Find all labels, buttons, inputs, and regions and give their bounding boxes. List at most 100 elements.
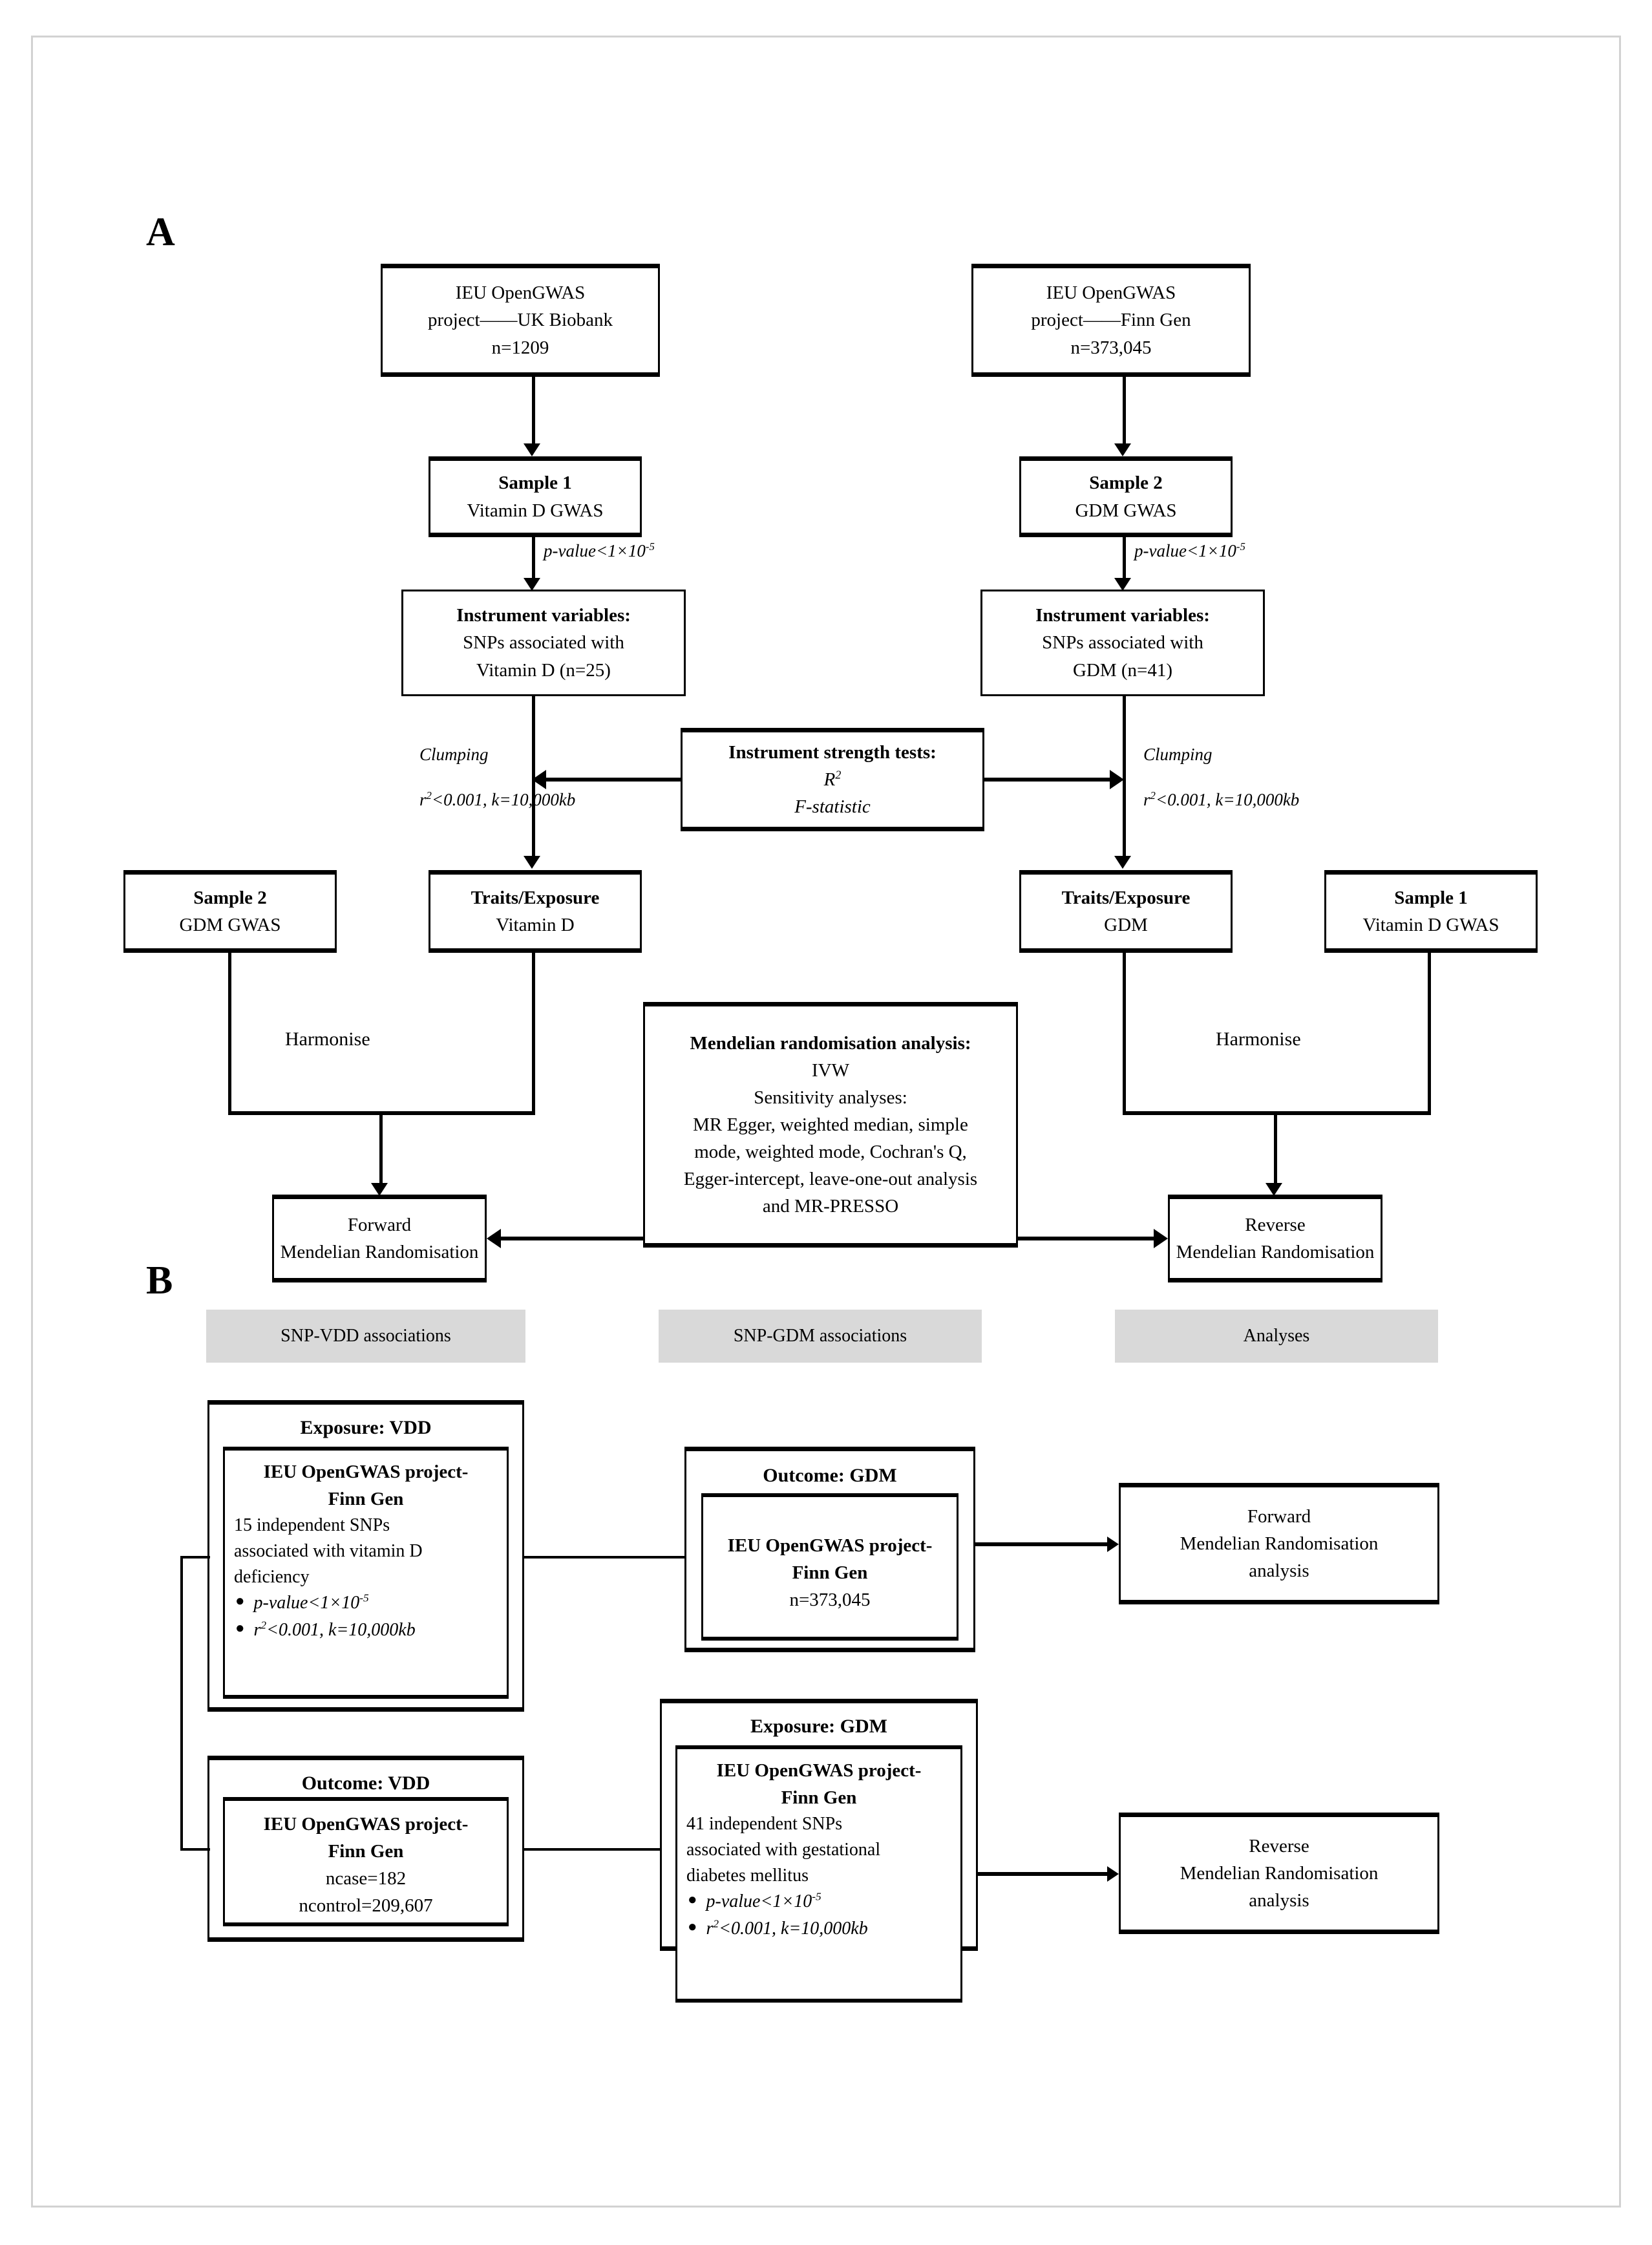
reverse-analysis-line3: analysis — [1249, 1890, 1309, 1911]
sample2-mid-subtitle: GDM GWAS — [179, 915, 281, 935]
reverse-analysis-line2: Mendelian Randomisation — [1180, 1862, 1379, 1884]
outcome-vdd-source-line4: ncontrol=209,607 — [299, 1895, 433, 1917]
source-right-line2: project——Finn Gen — [1031, 310, 1191, 331]
header-analyses-label: Analyses — [1243, 1326, 1310, 1346]
outcome-vdd-source-line3: ncase=182 — [325, 1868, 407, 1889]
exposure-vdd-bullet-r2: ● r2<0.001, k=10,000kb — [225, 1617, 507, 1644]
forward-analysis-line1: Forward — [1247, 1506, 1311, 1527]
box-sample2-gdm-gwas-mid: Sample 2 GDM GWAS — [123, 870, 337, 953]
arrow-left-mr-forward — [487, 1229, 501, 1248]
outcome-vdd-source-line1: IEU OpenGWAS project- — [263, 1813, 469, 1835]
connector-iv-right-down — [1123, 696, 1126, 861]
source-left-line3: n=1209 — [491, 337, 549, 358]
iv-right-title: Instrument variables: — [1035, 605, 1210, 626]
pvalue-right-exp: -5 — [1236, 540, 1245, 553]
outcome-gdm-source-line3: n=373,045 — [789, 1590, 871, 1611]
edge-label-clumping-right-line2: r2<0.001, k=10,000kb — [1143, 789, 1300, 809]
iv-left-title: Instrument variables: — [456, 605, 631, 626]
box-sample1-vitamin-d-gwas-mid: Sample 1 Vitamin D GWAS — [1324, 870, 1538, 953]
exposure-gdm-bullet-pvalue: ● p-value<1×10-5 — [677, 1888, 960, 1915]
sample1-subtitle: Vitamin D GWAS — [467, 500, 604, 521]
connector-sample2-to-iv — [1123, 537, 1126, 582]
exposure-vdd-body-line2: associated with vitamin D — [234, 1540, 423, 1561]
iv-right-line2: SNPs associated with — [1042, 632, 1203, 654]
connector-exposure-vdd-to-outcome-gdm — [524, 1556, 686, 1559]
traits-right-title: Traits/Exposure — [1061, 887, 1191, 908]
traits-left-subtitle: Vitamin D — [496, 915, 575, 935]
box-outcome-gdm-source: IEU OpenGWAS project- Finn Gen n=373,045 — [701, 1493, 958, 1641]
reverse-analysis-line1: Reverse — [1249, 1835, 1309, 1857]
arrow-right-mr-reverse — [1154, 1229, 1168, 1248]
exposure-vdd-source-line2: Finn Gen — [328, 1489, 404, 1510]
connector-mr-to-forward — [500, 1237, 644, 1240]
mr-sensitivity-line1: MR Egger, weighted median, simple — [693, 1114, 968, 1135]
arrow-right-reverse-analysis — [1107, 1866, 1119, 1882]
sample2-subtitle: GDM GWAS — [1075, 500, 1177, 521]
box-reverse-mr-analysis: Reverse Mendelian Randomisation analysis — [1119, 1813, 1439, 1934]
traits-left-title: Traits/Exposure — [471, 887, 600, 908]
box-source-uk-biobank: IEU OpenGWAS project——UK Biobank n=1209 — [381, 264, 660, 377]
arrow-down-sample2 — [1114, 578, 1131, 591]
arrow-down-source-left — [524, 443, 540, 456]
outcome-gdm-title: Outcome: GDM — [763, 1465, 897, 1486]
edge-label-clumping-right-line1: Clumping — [1143, 745, 1213, 764]
exposure-vdd-bullet1-text: p-value<1×10-5 — [253, 1592, 369, 1613]
exposure-gdm-body-line3: diabetes mellitus — [686, 1865, 809, 1886]
outcome-gdm-source-line1: IEU OpenGWAS project- — [727, 1535, 933, 1556]
connector-bracket-to-outcome-vdd — [180, 1848, 210, 1851]
panel-a-label: A — [146, 210, 175, 254]
connector-outcome-gdm-to-forward — [975, 1542, 1110, 1546]
exposure-gdm-source-line1: IEU OpenGWAS project- — [716, 1760, 922, 1781]
outcome-vdd-source-line2: Finn Gen — [328, 1840, 404, 1862]
arrow-left-strength — [532, 770, 546, 789]
box-instrument-variables-gdm: Instrument variables: SNPs associated wi… — [980, 590, 1265, 696]
source-right-line3: n=373,045 — [1070, 337, 1152, 358]
box-traits-exposure-vitamin-d: Traits/Exposure Vitamin D — [429, 870, 642, 953]
forward-analysis-line2: Mendelian Randomisation — [1180, 1533, 1379, 1554]
box-instrument-variables-vitamin-d: Instrument variables: SNPs associated wi… — [401, 590, 686, 696]
bullet-dot-icon: ● — [688, 1891, 697, 1909]
box-reverse-mendelian-randomisation: Reverse Mendelian Randomisation — [1168, 1195, 1382, 1282]
exposure-vdd-body-line3: deficiency — [234, 1566, 310, 1587]
box-source-finn-gen: IEU OpenGWAS project——Finn Gen n=373,045 — [971, 264, 1251, 377]
connector-source-right-to-sample2 — [1123, 377, 1126, 448]
header-snp-gdm-associations: SNP-GDM associations — [659, 1310, 982, 1363]
exposure-vdd-bullet2-text: r2<0.001, k=10,000kb — [253, 1619, 416, 1641]
pvalue-left-exp: -5 — [645, 540, 655, 553]
exposure-vdd-body-line1: 15 independent SNPs — [234, 1515, 390, 1536]
box-mendelian-randomisation-analysis: Mendelian randomisation analysis: IVW Se… — [643, 1002, 1018, 1248]
connector-left-bracket-vertical — [180, 1556, 183, 1851]
sample2-mid-title: Sample 2 — [193, 887, 267, 908]
iv-right-line3: GDM (n=41) — [1072, 659, 1173, 681]
exposure-gdm-bullet-r2: ● r2<0.001, k=10,000kb — [677, 1915, 960, 1942]
edge-label-clumping-left-line2: r2<0.001, k=10,000kb — [419, 789, 576, 809]
connector-sample1-to-iv — [532, 537, 535, 582]
header-analyses: Analyses — [1115, 1310, 1438, 1363]
box-exposure-gdm-source: IEU OpenGWAS project- Finn Gen 41 indepe… — [675, 1745, 962, 2003]
exposure-vdd-title: Exposure: VDD — [300, 1417, 432, 1438]
connector-strength-to-left — [544, 778, 682, 782]
pvalue-right-text: p-value<1×10 — [1134, 541, 1236, 560]
mr-sensitivity-title: Sensitivity analyses: — [754, 1087, 907, 1108]
box-forward-mr-analysis: Forward Mendelian Randomisation analysis — [1119, 1483, 1439, 1604]
panel-b-label: B — [146, 1259, 173, 1303]
box-traits-exposure-gdm: Traits/Exposure GDM — [1019, 870, 1233, 953]
header-snp-vdd-label: SNP-VDD associations — [281, 1326, 451, 1346]
strength-r-squared: R2 — [823, 768, 842, 790]
connector-sample1-mid-down — [1428, 953, 1431, 1114]
mr-title: Mendelian randomisation analysis: — [690, 1032, 971, 1054]
arrow-down-to-reverse — [1265, 1183, 1282, 1196]
exposure-vdd-bullet-pvalue: ● p-value<1×10-5 — [225, 1590, 507, 1617]
arrow-down-iv-right — [1114, 856, 1131, 869]
header-snp-gdm-label: SNP-GDM associations — [733, 1326, 907, 1346]
mr-sensitivity-line2: mode, weighted mode, Cochran's Q, — [694, 1142, 967, 1163]
connector-harmonise-right-to-reverse — [1274, 1111, 1277, 1189]
label-harmonise-right: Harmonise — [1216, 1028, 1301, 1050]
reverse-line2: Mendelian Randomisation — [1176, 1242, 1375, 1262]
arrow-down-source-right — [1114, 443, 1131, 456]
edge-label-pvalue-right: p-value<1×10-5 — [1134, 538, 1245, 564]
exposure-vdd-source-line1: IEU OpenGWAS project- — [263, 1462, 469, 1482]
connector-outcome-vdd-to-exposure-gdm — [524, 1848, 661, 1851]
arrow-down-to-forward — [371, 1183, 388, 1196]
header-snp-vdd-associations: SNP-VDD associations — [206, 1310, 525, 1363]
